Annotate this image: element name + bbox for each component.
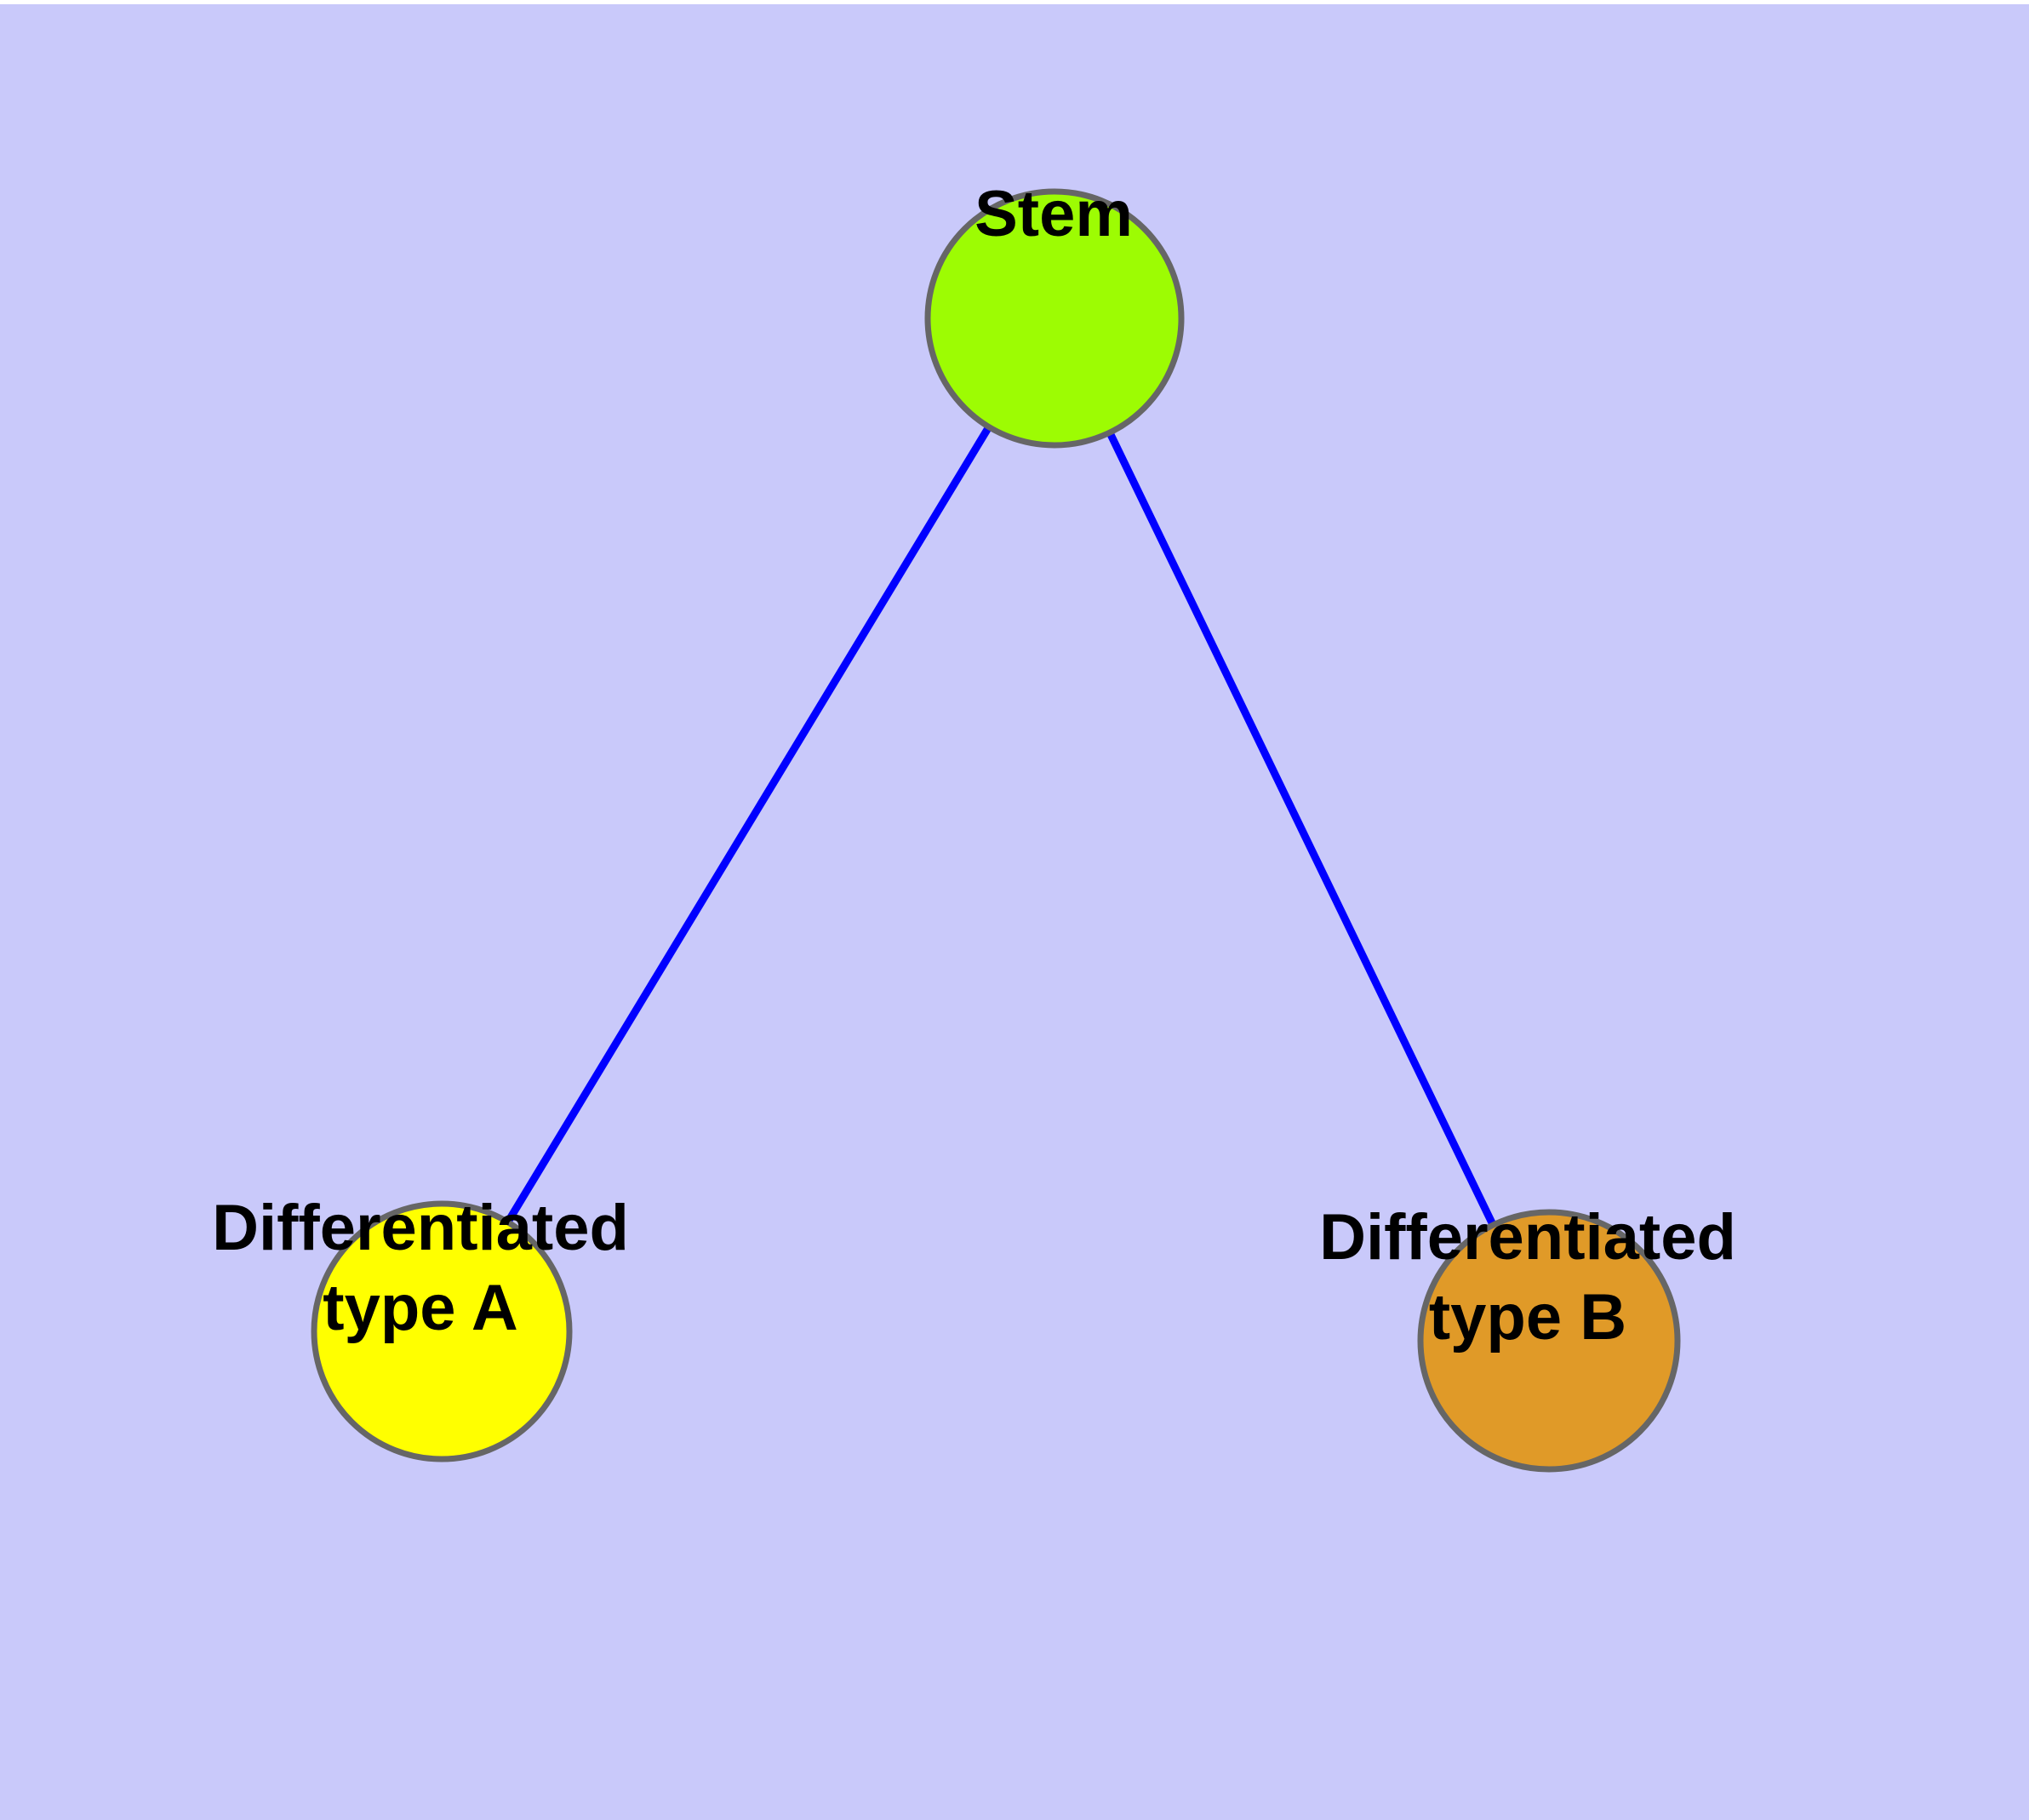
node-label-stem: Stem xyxy=(974,178,1133,250)
node-label-diff_b: Differentiated type B xyxy=(1319,1201,1736,1354)
node-stem[interactable]: Stem xyxy=(924,178,1185,449)
node-diff_b[interactable]: Differentiated type B xyxy=(1319,1201,1736,1473)
node-circle-diff_b[interactable] xyxy=(1417,1209,1681,1473)
node-label-line: Differentiated xyxy=(212,1192,629,1264)
node-label-diff_a: Differentiated type A xyxy=(212,1192,629,1344)
node-label-line: Differentiated xyxy=(1319,1201,1736,1273)
edge-stem-to-diff-a xyxy=(438,316,1058,1334)
node-label-line: Stem xyxy=(974,178,1133,250)
node-circle-stem[interactable] xyxy=(924,188,1185,449)
node-label-line: type A xyxy=(323,1272,517,1344)
edge-stem-to-diff-b xyxy=(1050,317,1553,1342)
node-diff_a[interactable]: Differentiated type A xyxy=(212,1192,629,1462)
node-circle-diff_a[interactable] xyxy=(311,1200,573,1462)
node-label-line: type B xyxy=(1429,1281,1626,1354)
edges-layer xyxy=(438,316,1553,1342)
